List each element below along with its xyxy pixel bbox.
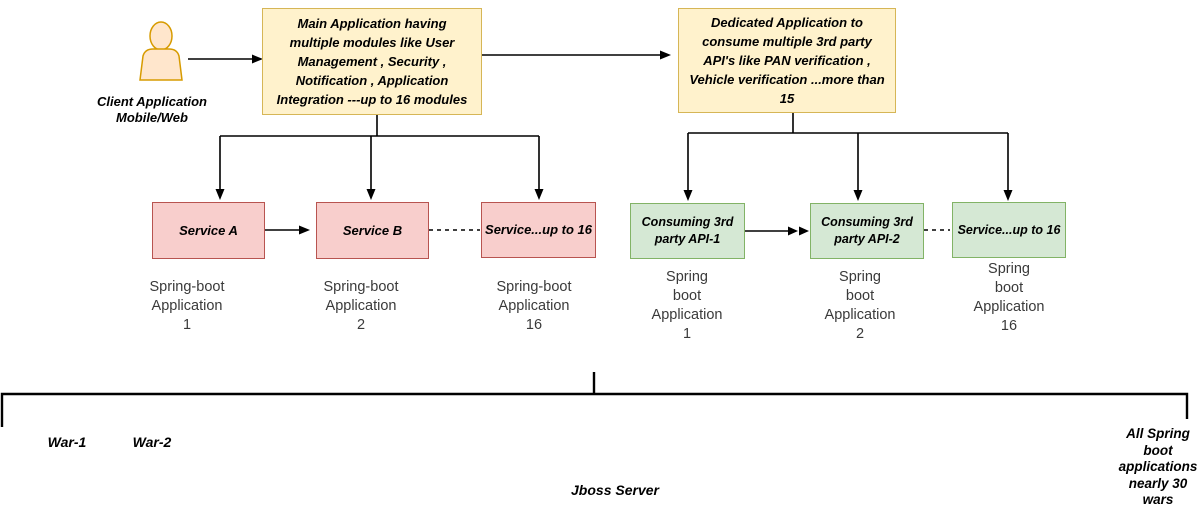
springboot-consumer-2-caption: Spring boot Application 2 <box>824 269 896 342</box>
arrowhead <box>788 226 798 236</box>
war-2-label: War-2 <box>132 434 172 450</box>
arrowhead <box>799 226 809 236</box>
jboss-server-label: Jboss Server <box>571 482 659 498</box>
right-branch-lines <box>687 113 1009 192</box>
consumer-api2-box: Consuming 3rd party API-2 <box>810 203 924 259</box>
arrowhead <box>853 190 863 201</box>
jboss-bracket <box>0 372 1189 427</box>
person-icon <box>139 21 183 81</box>
springboot-app-16-caption: Spring-boot Application 16 <box>496 279 572 333</box>
war-1-label: War-1 <box>47 434 87 450</box>
main-application-box: Main Application having multiple modules… <box>262 8 482 115</box>
arrowhead <box>534 189 544 200</box>
client-application-label: Client Application Mobile/Web <box>96 94 208 125</box>
arrowhead <box>299 225 310 235</box>
dedicated-application-box: Dedicated Application to consume multipl… <box>678 8 896 113</box>
consumer-api1-box: Consuming 3rd party API-1 <box>630 203 745 259</box>
springboot-app-1-caption: Spring-boot Application 1 <box>149 279 225 333</box>
arrowhead <box>683 190 693 201</box>
arrowhead <box>215 189 225 200</box>
arrowhead <box>1003 190 1013 201</box>
springboot-consumer-1-caption: Spring boot Application 1 <box>651 269 723 342</box>
arrowhead <box>366 189 376 200</box>
left-branch-lines <box>219 115 540 190</box>
springboot-consumer-16-caption: Spring boot Application 16 <box>973 261 1045 334</box>
service-a-box: Service A <box>152 202 265 259</box>
consumer-upto16-box: Service...up to 16 <box>952 202 1066 258</box>
service-upto16-box: Service...up to 16 <box>481 202 596 258</box>
arrowhead <box>660 50 671 60</box>
arrowhead <box>252 54 263 64</box>
springboot-app-2-caption: Spring-boot Application 2 <box>323 279 399 333</box>
service-b-box: Service B <box>316 202 429 259</box>
all-spring-boot-wars-note: All Spring boot applications nearly 30 w… <box>1118 426 1198 507</box>
